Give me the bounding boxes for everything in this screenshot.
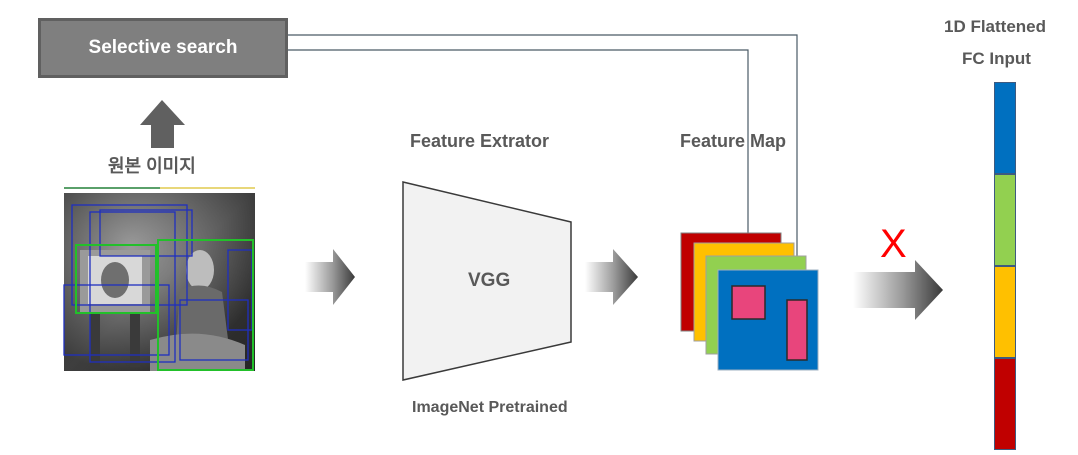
- roi-connector-line-2: [288, 49, 749, 286]
- fc-segment: [994, 174, 1016, 266]
- selective-search-label: Selective search: [88, 37, 238, 58]
- source-image-label: 원본 이미지: [108, 156, 196, 176]
- up-arrow-icon: [140, 100, 185, 148]
- fc-segment: [994, 358, 1016, 450]
- fc-input-title-line1: 1D Flattened: [944, 17, 1047, 36]
- vgg-label: VGG: [468, 270, 511, 291]
- not-allowed-mark: X: [880, 222, 907, 266]
- roi-tall: [786, 299, 808, 361]
- imagenet-pretrained-label: ImageNet Pretrained: [412, 399, 568, 416]
- fc-segment: [994, 82, 1016, 174]
- feature-map-stack: [680, 232, 819, 371]
- roi-square: [731, 285, 766, 320]
- right-arrow-icon: [305, 249, 355, 305]
- fc-segment: [994, 266, 1016, 358]
- fc-input-title-line2: FC Input: [962, 49, 1031, 68]
- feature-extractor-title: Feature Extrator: [410, 131, 550, 151]
- feature-map-title: Feature Map: [680, 131, 787, 151]
- vgg-trapezoid: [402, 181, 572, 381]
- right-arrow-icon: [585, 249, 638, 305]
- selective-search-box: Selective search: [38, 18, 288, 78]
- source-image: [63, 187, 255, 371]
- roi-connector-line-1: [288, 34, 798, 300]
- right-arrow-icon: [853, 260, 943, 320]
